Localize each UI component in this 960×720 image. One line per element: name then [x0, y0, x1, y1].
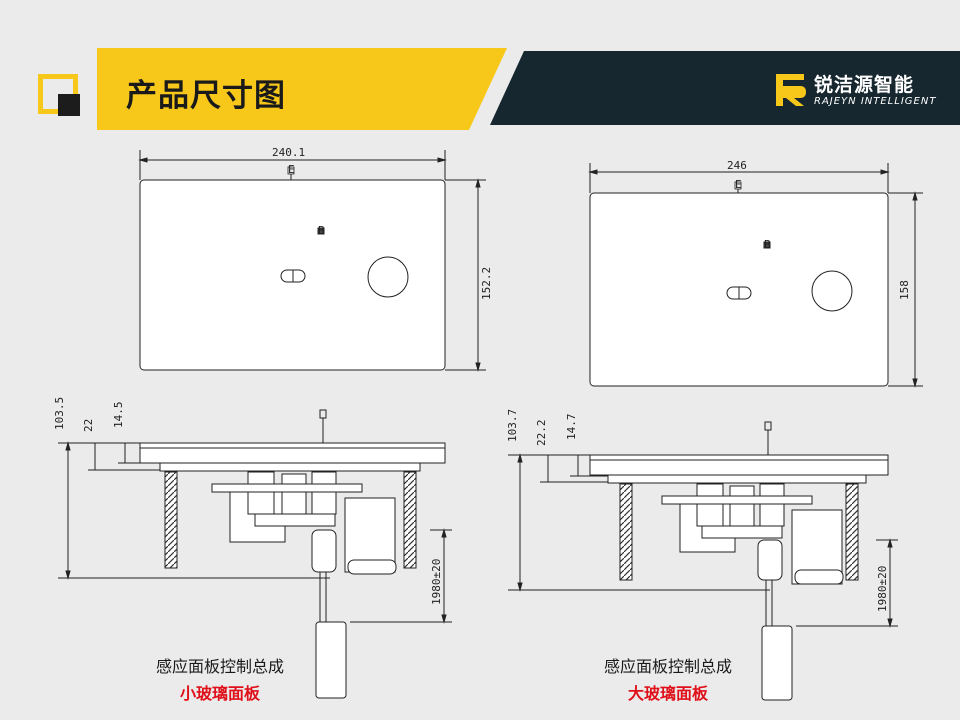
small-float-dim: 1980±20 [430, 559, 443, 605]
small-width-dim: 240.1 [272, 146, 305, 159]
slide-header: 产品尺寸图 锐洁源智能 RAJEYN INTELLIGENT [0, 0, 960, 140]
small-side-total-dim: 103.5 [53, 397, 66, 430]
brand-name-en: RAJEYN INTELLIGENT [814, 96, 937, 107]
small-top-mark: E [288, 163, 295, 176]
small-side-view [58, 409, 452, 699]
small-height-dim: 152.2 [480, 267, 493, 300]
small-side-glass-dim: 14.5 [112, 402, 125, 429]
small-caption-sub: 小玻璃面板 [179, 684, 260, 703]
large-float-dim: 1980±20 [876, 566, 889, 612]
small-caption-title: 感应面板控制总成 [155, 657, 284, 676]
large-side-total-dim: 103.7 [506, 409, 519, 442]
large-side-glass-dim: 14.7 [565, 414, 578, 441]
small-front-view [138, 150, 486, 372]
large-panel-caption: 感应面板控制总成 大玻璃面板 [548, 653, 788, 704]
large-center-mark: B [764, 238, 771, 251]
small-side-upper-dim: 22 [82, 419, 95, 432]
small-panel-caption: 感应面板控制总成 小玻璃面板 [100, 653, 340, 704]
large-caption-sub: 大玻璃面板 [627, 684, 708, 703]
large-side-view [508, 421, 898, 701]
large-caption-title: 感应面板控制总成 [603, 657, 732, 676]
page-title: 产品尺寸图 [126, 78, 286, 114]
large-height-dim: 158 [898, 280, 911, 300]
large-front-view [588, 163, 923, 388]
brand-band [490, 51, 960, 125]
title-band [97, 48, 507, 130]
large-side-upper-dim: 22.2 [535, 420, 548, 447]
small-center-mark: B [318, 224, 325, 237]
large-top-mark: E [735, 178, 742, 191]
large-width-dim: 246 [727, 159, 747, 172]
brand-name-cn: 锐洁源智能 [814, 74, 915, 96]
brand-logo-icon [776, 74, 806, 106]
corner-square-fill [58, 94, 80, 116]
